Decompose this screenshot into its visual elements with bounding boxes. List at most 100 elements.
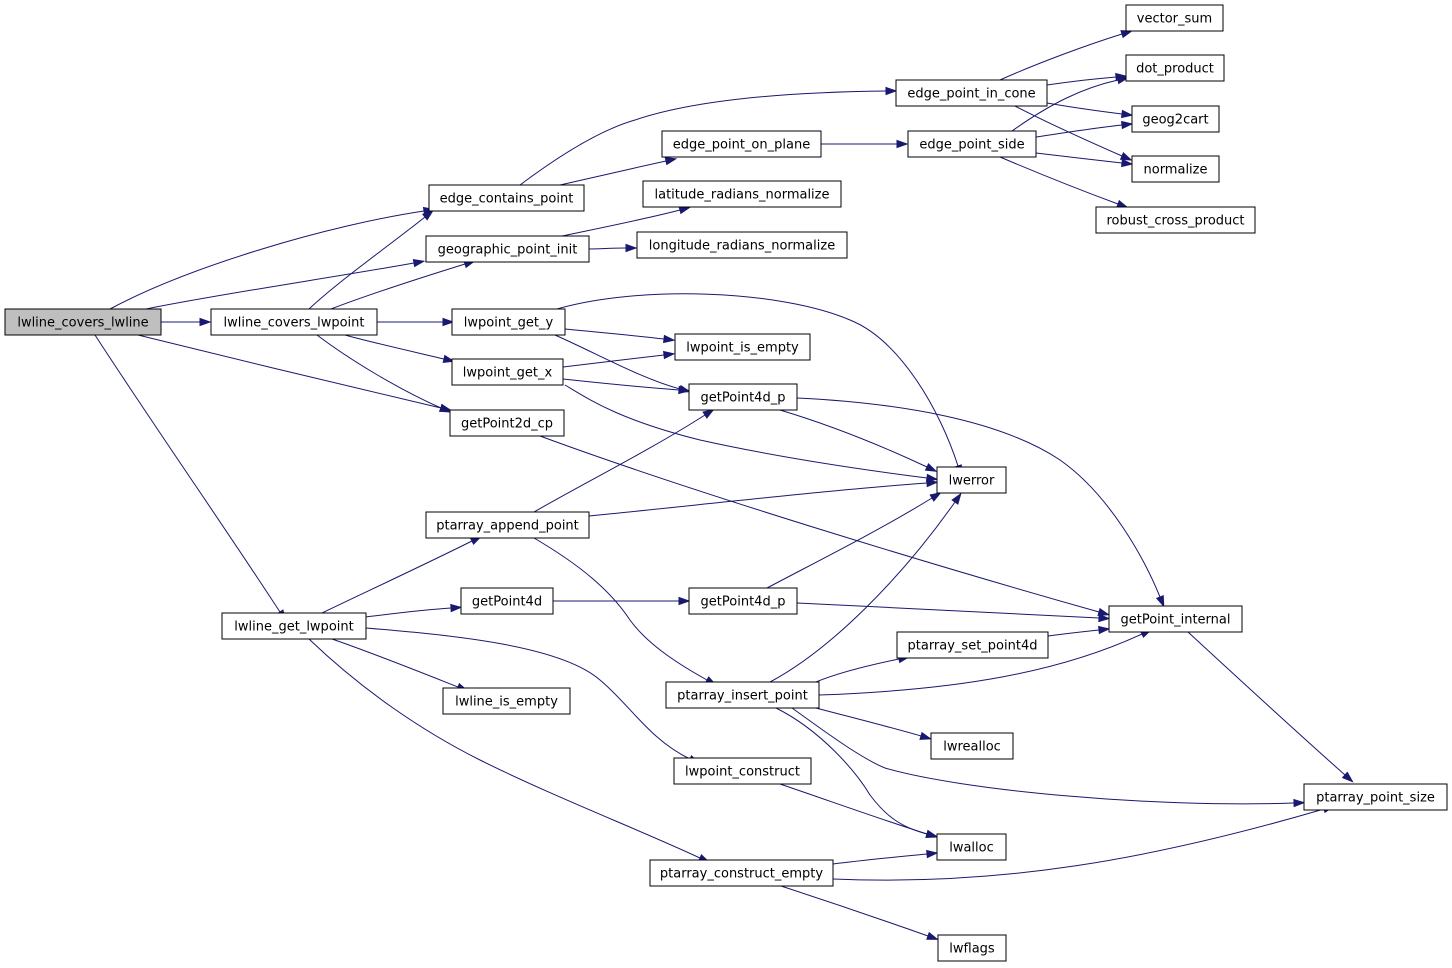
node-box[interactable]	[449, 409, 565, 437]
node-box[interactable]	[451, 308, 566, 336]
node-ptarray_point_size[interactable]: ptarray_point_size	[1303, 783, 1448, 811]
node-dot_product[interactable]: dot_product	[1125, 54, 1225, 82]
node-box[interactable]	[221, 612, 367, 640]
node-lwpoint_get_y[interactable]: lwpoint_get_y	[451, 308, 566, 336]
arrow-head	[442, 317, 455, 327]
arrow-head	[1120, 109, 1134, 119]
node-lwline_covers_lwline[interactable]: lwline_covers_lwline	[4, 308, 162, 336]
node-lwpoint_construct[interactable]: lwpoint_construct	[673, 757, 812, 785]
node-geog2cart[interactable]: geog2cart	[1131, 105, 1220, 133]
node-getPoint_internal[interactable]: getPoint_internal	[1108, 605, 1243, 633]
node-lwline_covers_lwpoint[interactable]: lwline_covers_lwpoint	[210, 308, 378, 336]
node-box[interactable]	[1131, 155, 1220, 183]
arrow-head	[1097, 607, 1111, 616]
node-box[interactable]	[930, 732, 1014, 760]
node-longitude_radians_normalize[interactable]: longitude_radians_normalize	[636, 231, 848, 259]
edge-edge_point_in_cone-to-dot_product	[1046, 72, 1128, 86]
arrow-head	[1341, 771, 1354, 783]
edge-lwline_covers_lwline-to-edge_contains_point	[109, 206, 436, 310]
node-box[interactable]	[936, 466, 1007, 494]
node-box[interactable]	[673, 757, 812, 785]
node-getPoint4d_p_2[interactable]: getPoint4d_p	[688, 587, 798, 615]
node-box[interactable]	[688, 587, 798, 615]
node-box[interactable]	[1131, 105, 1220, 133]
node-getPoint4d_p_1[interactable]: getPoint4d_p	[688, 383, 798, 411]
node-ptarray_append_point[interactable]: ptarray_append_point	[425, 511, 590, 539]
node-getPoint2d_cp[interactable]: getPoint2d_cp	[449, 409, 565, 437]
edge-lwpoint_get_x-to-lwpoint_is_empty	[562, 350, 676, 368]
node-label: getPoint4d_p	[701, 595, 786, 610]
node-box[interactable]	[895, 79, 1048, 107]
node-box[interactable]	[1303, 783, 1448, 811]
edge-ptarray_append_point-to-ptarray_insert_point	[533, 537, 718, 686]
arrow-head	[663, 350, 676, 360]
node-label: normalize	[1144, 163, 1208, 178]
node-box[interactable]	[896, 631, 1049, 659]
node-lwline_get_lwpoint[interactable]: lwline_get_lwpoint	[221, 612, 367, 640]
arrow-head	[1293, 798, 1306, 808]
node-box[interactable]	[661, 130, 822, 158]
node-edge_point_side[interactable]: edge_point_side	[907, 130, 1037, 158]
node-box[interactable]	[425, 511, 590, 539]
node-box[interactable]	[4, 308, 162, 336]
node-ptarray_set_point4d[interactable]: ptarray_set_point4d	[896, 631, 1049, 659]
node-edge_point_in_cone[interactable]: edge_point_in_cone	[895, 79, 1048, 107]
node-latitude_radians_normalize[interactable]: latitude_radians_normalize	[642, 180, 842, 208]
node-box[interactable]	[688, 383, 798, 411]
node-box[interactable]	[425, 235, 590, 263]
node-box[interactable]	[442, 687, 571, 715]
edge-line	[519, 90, 887, 186]
arrow-head	[896, 139, 909, 149]
arrow-head	[702, 408, 715, 419]
node-label: lwline_covers_lwline	[17, 316, 148, 331]
node-edge_point_on_plane[interactable]: edge_point_on_plane	[661, 130, 822, 158]
node-lwflags[interactable]: lwflags	[937, 934, 1007, 962]
node-ptarray_insert_point[interactable]: ptarray_insert_point	[665, 681, 820, 709]
node-box[interactable]	[428, 184, 585, 212]
node-label: dot_product	[1136, 62, 1214, 77]
node-lwrealloc[interactable]: lwrealloc	[930, 732, 1014, 760]
node-box[interactable]	[451, 358, 564, 386]
edge-lwline_covers_lwpoint-to-lwpoint_get_y	[377, 317, 455, 327]
node-normalize[interactable]: normalize	[1131, 155, 1220, 183]
node-box[interactable]	[1108, 605, 1243, 633]
node-box[interactable]	[1125, 54, 1225, 82]
edge-line	[308, 638, 701, 859]
node-lwline_is_empty[interactable]: lwline_is_empty	[442, 687, 571, 715]
node-box[interactable]	[674, 333, 811, 361]
node-geographic_point_init[interactable]: geographic_point_init	[425, 235, 590, 263]
node-lwpoint_get_x[interactable]: lwpoint_get_x	[451, 358, 564, 386]
node-edge_contains_point[interactable]: edge_contains_point	[428, 184, 585, 212]
node-vector_sum[interactable]: vector_sum	[1125, 4, 1224, 32]
edge-line	[562, 354, 665, 368]
edge-line	[999, 33, 1123, 81]
node-box[interactable]	[907, 130, 1037, 158]
node-box[interactable]	[937, 934, 1007, 962]
node-box[interactable]	[636, 231, 848, 259]
node-box[interactable]	[460, 587, 554, 615]
node-box[interactable]	[642, 180, 842, 208]
node-label: edge_point_in_cone	[907, 87, 1035, 102]
node-box[interactable]	[210, 308, 378, 336]
arrow-head	[1098, 625, 1111, 635]
node-robust_cross_product[interactable]: robust_cross_product	[1095, 206, 1256, 234]
node-lwpoint_is_empty[interactable]: lwpoint_is_empty	[674, 333, 811, 361]
node-ptarray_construct_empty[interactable]: ptarray_construct_empty	[649, 859, 834, 887]
edge-line	[321, 540, 473, 614]
node-box[interactable]	[665, 681, 820, 709]
edge-line	[588, 482, 928, 517]
edge-getPoint4d_p_2-to-lwerror	[766, 491, 942, 589]
node-label: lwrealloc	[943, 740, 1001, 755]
node-label: edge_point_on_plane	[673, 138, 810, 153]
node-lwalloc[interactable]: lwalloc	[936, 833, 1007, 861]
node-box[interactable]	[1125, 4, 1224, 32]
node-box[interactable]	[1095, 206, 1256, 234]
node-getPoint4d[interactable]: getPoint4d	[460, 587, 554, 615]
node-box[interactable]	[649, 859, 834, 887]
edge-line	[562, 378, 680, 391]
node-lwerror[interactable]: lwerror	[936, 466, 1007, 494]
node-box[interactable]	[936, 833, 1007, 861]
edge-lwline_covers_lwline-to-getPoint2d_cp	[137, 334, 453, 412]
edge-line	[832, 808, 1325, 881]
node-label: lwflags	[949, 942, 995, 957]
